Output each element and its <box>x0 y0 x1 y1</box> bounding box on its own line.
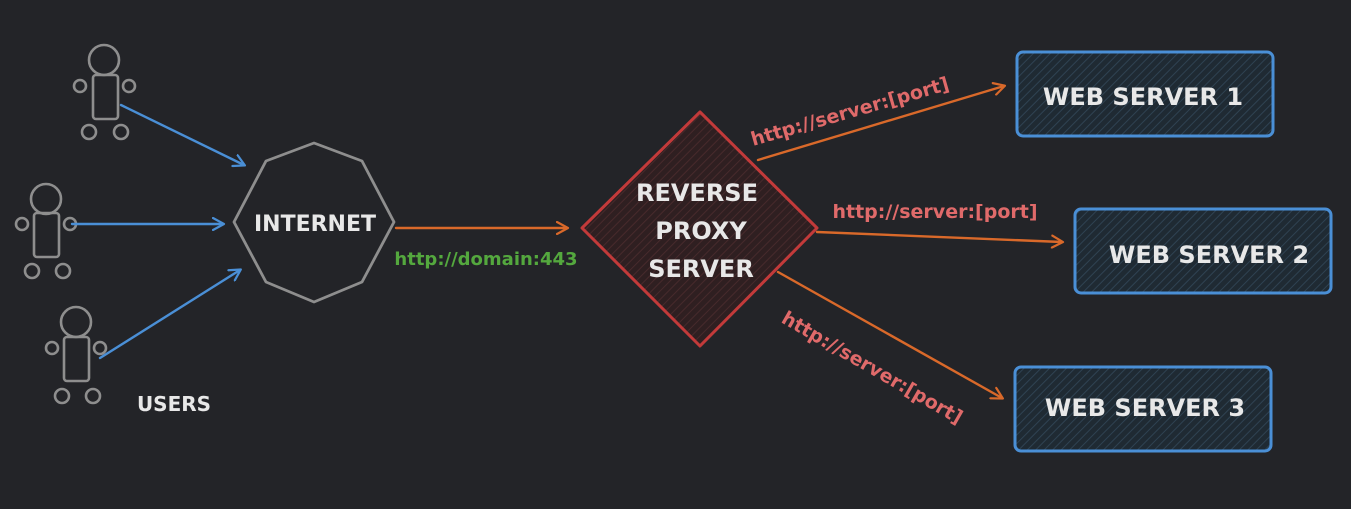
arrow-proxy-server3 <box>776 270 1002 398</box>
web-server-1-label: WEB SERVER 1 <box>1043 83 1243 111</box>
user-icon-1 <box>72 43 137 141</box>
proxy-label-line-2: PROXY <box>655 217 747 245</box>
internet-node-shape <box>232 141 396 304</box>
web-server-3-label: WEB SERVER 3 <box>1045 394 1245 422</box>
web-server-2-box <box>1073 207 1333 295</box>
web-server-1-box <box>1015 50 1275 138</box>
proxy-label-line-3: SERVER <box>648 255 754 283</box>
arrow-proxy-server2 <box>815 230 1062 242</box>
arrow-proxy-server1 <box>756 86 1004 162</box>
user-icon-2 <box>14 182 78 280</box>
server2-edge-label: http://server:[port] <box>832 201 1037 223</box>
internet-label: INTERNET <box>254 212 376 237</box>
domain-edge-label: http://domain:443 <box>394 249 577 270</box>
proxy-label-line-1: REVERSE <box>636 179 758 207</box>
users-label: USERS <box>137 392 211 416</box>
reverse-proxy-node-shape <box>580 110 819 348</box>
web-server-2-label: WEB SERVER 2 <box>1109 241 1309 269</box>
user-icon-3 <box>44 305 108 405</box>
web-server-3-box <box>1013 365 1273 453</box>
arrow-user1-internet <box>119 103 244 165</box>
arrow-user3-internet <box>98 270 240 360</box>
